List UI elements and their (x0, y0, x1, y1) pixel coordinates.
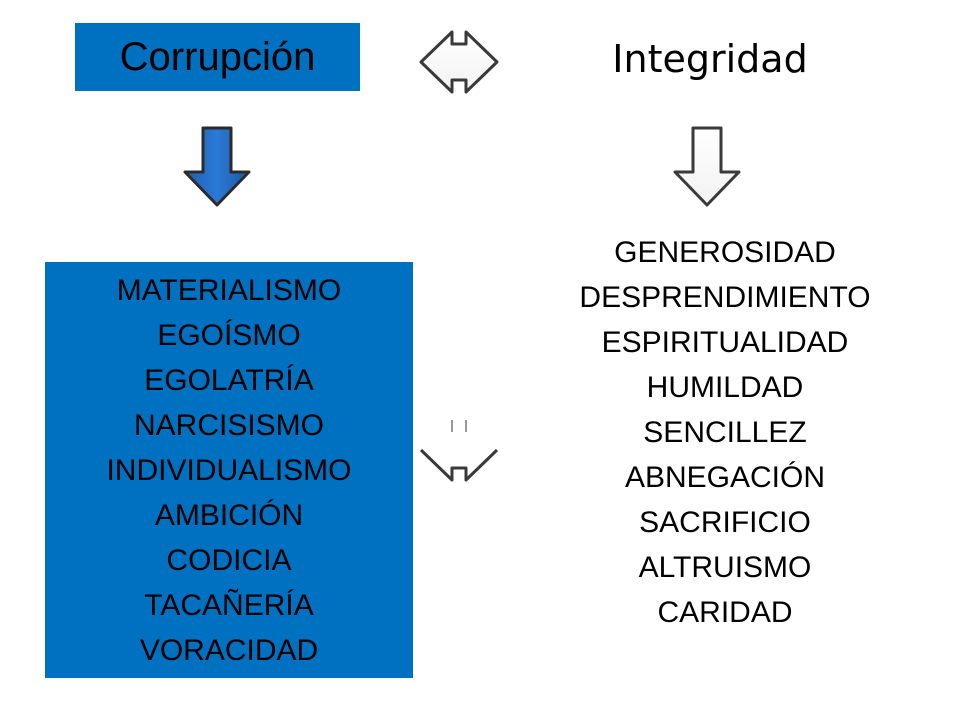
corrupcion-traits-box: MATERIALISMO EGOÍSMO EGOLATRÍA NARCISISMO IN… (45, 262, 413, 678)
corrupcion-trait-item: AMBICIÓN (154, 499, 304, 532)
corrupcion-trait-item: VORACIDAD (139, 634, 319, 667)
integridad-traits-box: GENEROSIDAD DESPRENDIMIENTO ESPIRITUALIDAD… (520, 230, 930, 635)
corrupcion-trait-item: MATERIALISMO (116, 274, 342, 307)
corrupcion-traits-list: MATERIALISMO EGOÍSMO EGOLATRÍA NARCISISMO IN… (45, 268, 413, 673)
corrupcion-trait-item: INDIVIDUALISMO (106, 454, 352, 487)
integridad-trait-item: DESPRENDIMIENTO (579, 281, 871, 314)
integridad-trait-item: SENCILLEZ (643, 416, 807, 449)
corrupcion-trait-item: CODICIA (166, 544, 292, 577)
corrupcion-trait-item: EGOÍSMO (157, 319, 301, 352)
integridad-traits-list: GENEROSIDAD DESPRENDIMIENTO ESPIRITUALIDAD… (520, 230, 930, 635)
corrupcion-title: Corrupción (119, 34, 316, 79)
corrupcion-trait-item: TACAÑERÍA (144, 589, 314, 622)
left-down-arrow-icon (183, 126, 251, 207)
middle-partial-arrow-icon (419, 420, 499, 482)
integridad-trait-item: CARIDAD (657, 596, 793, 629)
double-arrow-icon (419, 30, 499, 94)
integridad-trait-item: ESPIRITUALIDAD (601, 326, 849, 359)
corrupcion-trait-item: NARCISISMO (133, 409, 325, 442)
integridad-trait-item: ABNEGACIÓN (624, 461, 826, 494)
corrupcion-trait-item: EGOLATRÍA (144, 364, 314, 397)
integridad-title-container: Integridad (560, 28, 860, 90)
integridad-trait-item: SACRIFICIO (639, 506, 811, 539)
integridad-trait-item: GENEROSIDAD (614, 236, 836, 269)
corrupcion-title-box: Corrupción (75, 23, 360, 91)
right-down-arrow-icon (673, 126, 741, 207)
integridad-trait-item: HUMILDAD (646, 371, 804, 404)
integridad-trait-item: ALTRUISMO (638, 551, 812, 584)
integridad-title: Integridad (612, 37, 808, 81)
